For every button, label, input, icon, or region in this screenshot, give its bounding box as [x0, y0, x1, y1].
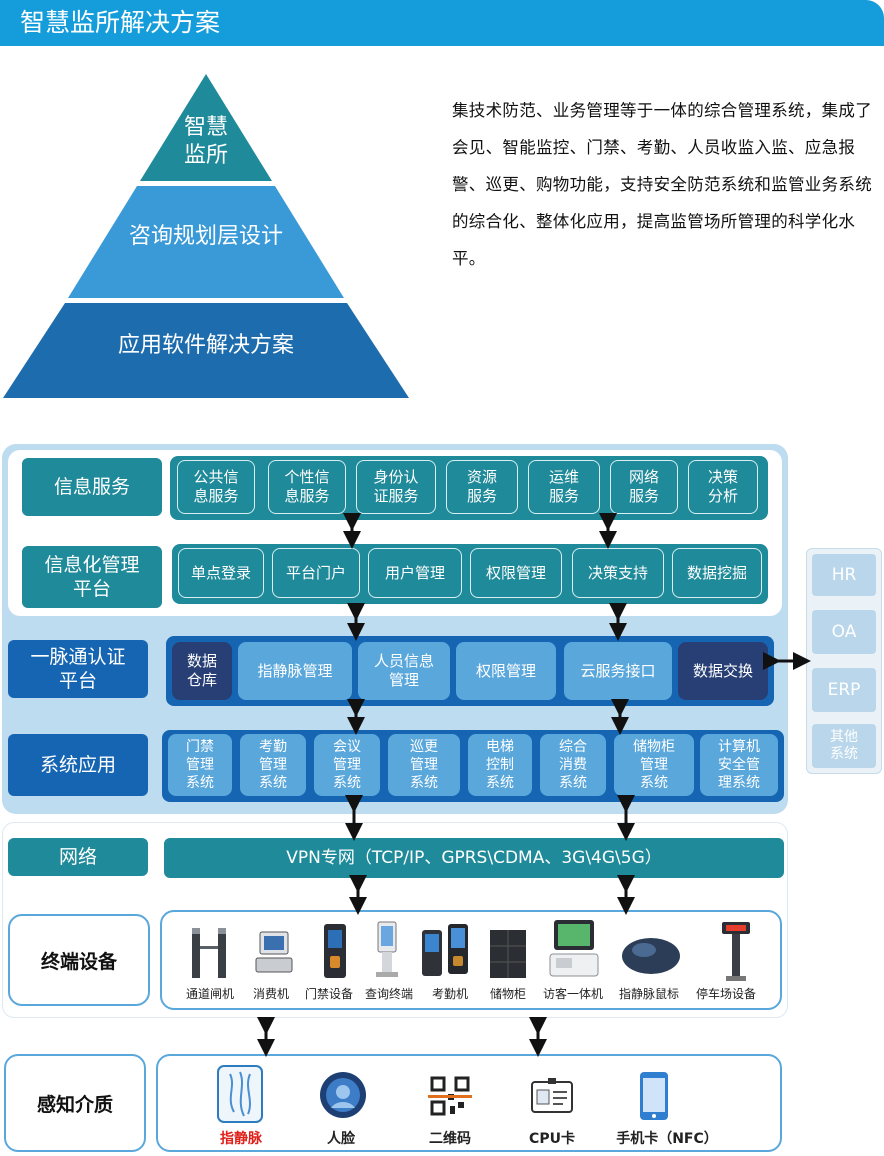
- turnstile-icon: [192, 928, 226, 978]
- app-patrol-system: 巡更 管理 系统: [388, 734, 460, 796]
- device-label-query-terminal: 查询终端: [364, 986, 413, 1001]
- face-icon: [320, 1072, 366, 1118]
- service-operations: 运维 服务: [528, 460, 600, 514]
- app-consumption-system: 综合 消费 系统: [540, 734, 606, 796]
- service-public-info: 公共信 息服务: [177, 460, 255, 514]
- service-decision-analysis: 决策 分析: [688, 460, 758, 514]
- access-control-icon: [324, 924, 346, 978]
- header-bar: [0, 0, 884, 46]
- mgmt-decision-support: 决策支持: [572, 548, 664, 598]
- locker-icon: [490, 930, 526, 978]
- mgmt-permission-management: 权限管理: [470, 548, 562, 598]
- pyramid-diagram: [3, 74, 409, 398]
- mgmt-platform-portal: 平台门户: [272, 548, 360, 598]
- device-label-parking: 停车场设备: [695, 986, 756, 1001]
- device-label-turnstile: 通道闸机: [185, 986, 234, 1001]
- network-label: 网络: [8, 838, 148, 876]
- parking-barrier-icon: [722, 922, 750, 981]
- network-content: VPN专网（TCP/IP、GPRS\CDMA、3G\4G\5G）: [164, 838, 784, 878]
- visitor-terminal-icon: [549, 920, 599, 977]
- service-network: 网络 服务: [610, 460, 678, 514]
- medium-label-finger-vein: 指静脉: [220, 1131, 262, 1147]
- pyramid-middle-tier: [68, 186, 344, 298]
- app-locker-system: 储物柜 管理 系统: [614, 734, 694, 796]
- terminal-label: 终端设备: [8, 914, 150, 1006]
- service-resource: 资源 服务: [446, 460, 518, 514]
- app-meeting-system: 会议 管理 系统: [314, 734, 380, 796]
- info-mgmt-label: 信息化管理 平台: [22, 546, 162, 608]
- pos-terminal-icon: [255, 931, 293, 973]
- external-hr: HR: [812, 554, 876, 596]
- vein-mouse-icon: [622, 938, 680, 974]
- pyramid-top-label: 智慧 监所: [183, 115, 228, 168]
- auth-data-exchange: 数据交换: [678, 642, 768, 700]
- medium-label-face: 人脸: [327, 1131, 355, 1147]
- mgmt-data-mining: 数据挖掘: [672, 548, 762, 598]
- device-label-pos: 消费机: [252, 986, 289, 1001]
- pyramid-top-tier: [140, 74, 272, 181]
- pyramid-bottom-label: 应用软件解决方案: [117, 333, 294, 358]
- mobile-phone-icon: [640, 1072, 668, 1120]
- mgmt-user-management: 用户管理: [368, 548, 462, 598]
- pyramid-middle-label: 咨询规划层设计: [128, 224, 283, 249]
- device-label-visitor: 访客一体机: [542, 986, 603, 1001]
- page-title: 智慧监所解决方案: [20, 8, 221, 37]
- pyramid-bottom-tier: [3, 303, 409, 398]
- auth-personnel-info: 人员信息 管理: [358, 642, 450, 700]
- service-personal-info: 个性信 息服务: [268, 460, 346, 514]
- app-elevator-control-system: 电梯 控制 系统: [468, 734, 532, 796]
- external-other: 其他 系统: [812, 724, 876, 768]
- device-label-attendance: 考勤机: [431, 986, 468, 1001]
- attendance-device-icon: [422, 924, 468, 976]
- medium-label-mobile-nfc: 手机卡（NFC）: [616, 1131, 718, 1147]
- kiosk-icon: [376, 921, 398, 977]
- auth-finger-vein-management: 指静脉管理: [238, 642, 352, 700]
- app-attendance-system: 考勤 管理 系统: [240, 734, 306, 796]
- qr-code-icon: [428, 1076, 472, 1116]
- auth-platform-label: 一脉通认证 平台: [8, 640, 148, 698]
- device-label-vein-mouse: 指静脉鼠标: [618, 986, 679, 1001]
- medium-label-cpu-card: CPU卡: [529, 1131, 575, 1147]
- auth-permission-management: 权限管理: [456, 642, 556, 700]
- external-erp: ERP: [812, 668, 876, 712]
- app-access-control-system: 门禁 管理 系统: [168, 734, 232, 796]
- external-oa: OA: [812, 610, 876, 654]
- auth-data-warehouse: 数据 仓库: [172, 642, 232, 700]
- app-computer-security-system: 计算机 安全管 理系统: [700, 734, 778, 796]
- device-label-locker: 储物柜: [489, 986, 526, 1001]
- finger-vein-icon: [217, 1065, 263, 1123]
- system-app-label: 系统应用: [8, 734, 148, 796]
- mgmt-single-sign-on: 单点登录: [178, 548, 264, 598]
- medium-label-qr-code: 二维码: [429, 1131, 471, 1147]
- device-label-access-control: 门禁设备: [304, 986, 353, 1001]
- cpu-card-icon: [531, 1078, 573, 1113]
- service-identity-auth: 身份认 证服务: [356, 460, 436, 514]
- auth-cloud-service-interface: 云服务接口: [564, 642, 672, 700]
- intro-paragraph: 集技术防范、业务管理等于一体的综合管理系统，集成了会见、智能监控、门禁、考勤、人…: [452, 101, 872, 268]
- info-service-label: 信息服务: [22, 458, 162, 516]
- sensing-label: 感知介质: [4, 1054, 146, 1152]
